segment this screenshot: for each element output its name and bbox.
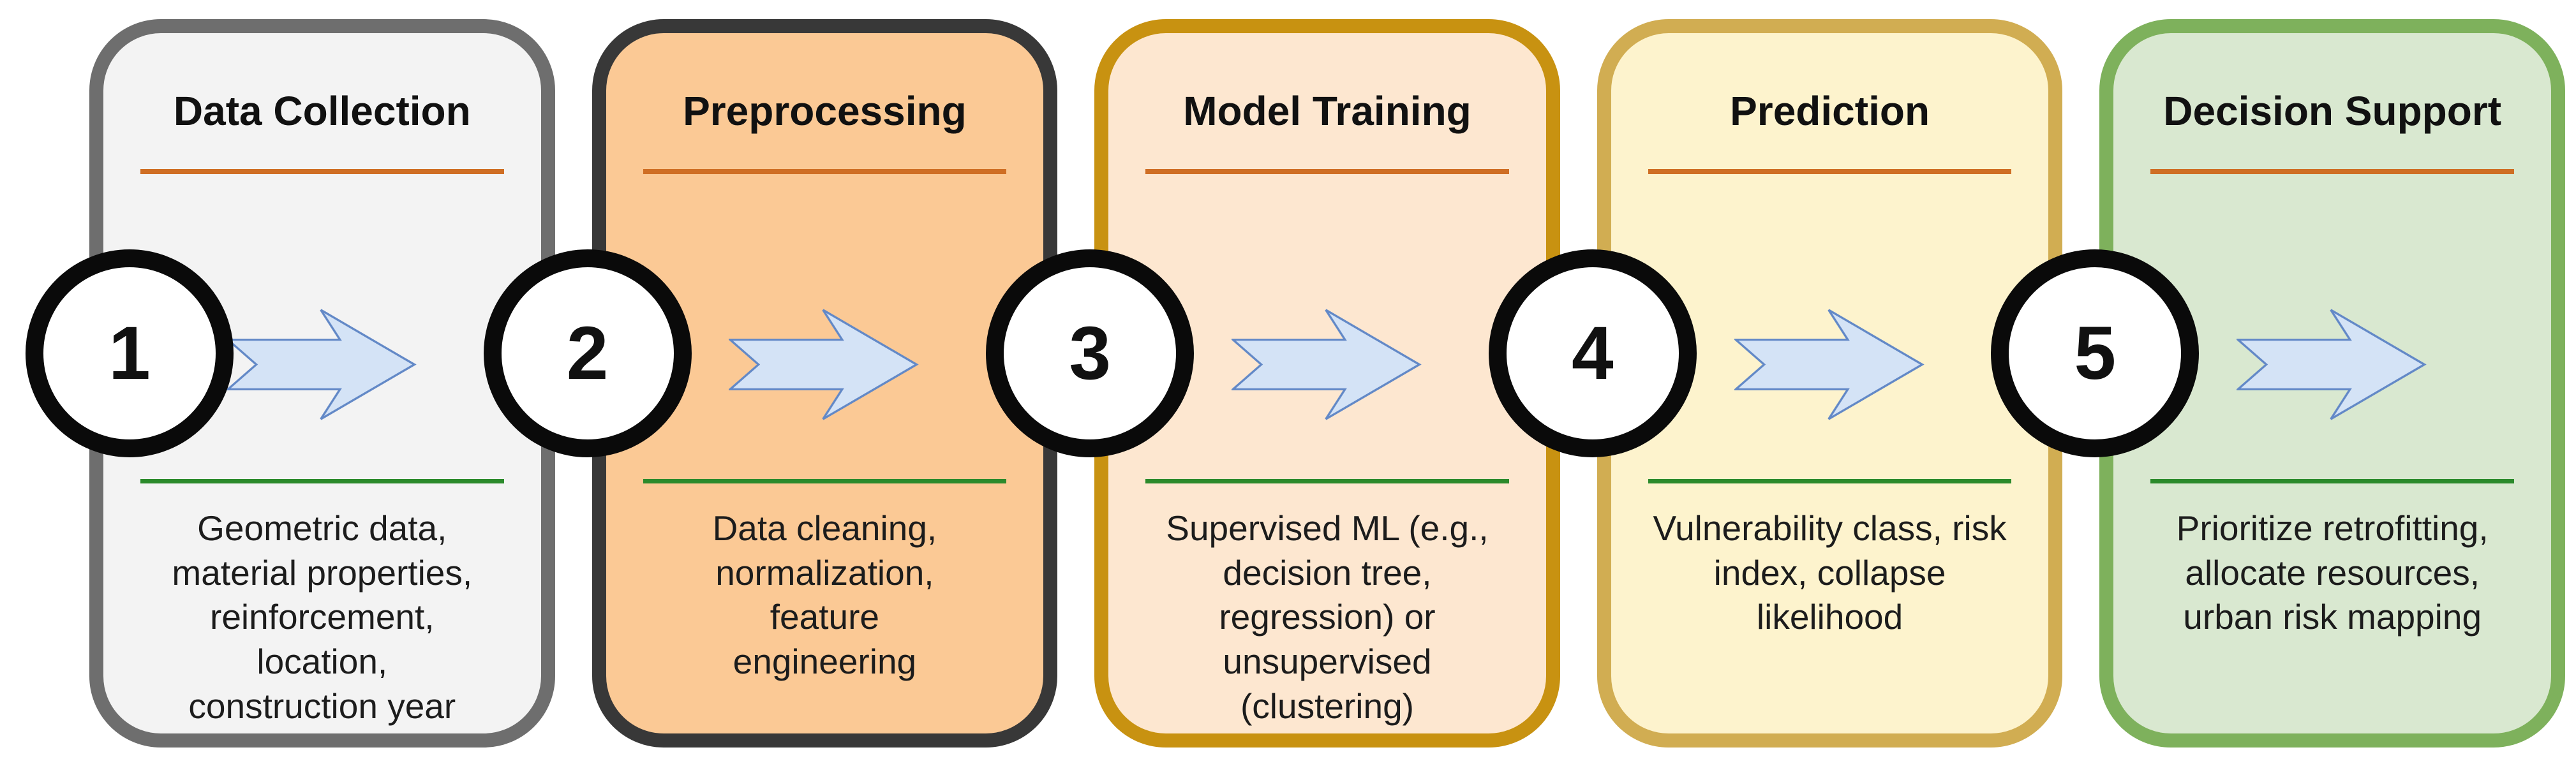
right-arrow-icon bbox=[1231, 309, 1422, 420]
right-arrow-icon bbox=[2237, 309, 2427, 420]
arrow-zone bbox=[606, 174, 1044, 479]
description-divider bbox=[140, 478, 504, 483]
stage-4-number: 4 bbox=[1571, 311, 1614, 395]
stage-1-description: Geometric data, material properties, rei… bbox=[172, 508, 473, 726]
stage-4-title: Prediction bbox=[1730, 88, 1930, 134]
stage-5-title: Decision Support bbox=[2163, 88, 2502, 134]
stage-2-number: 2 bbox=[566, 311, 609, 395]
stage-1-title: Data Collection bbox=[173, 88, 471, 134]
stage-2-title: Preprocessing bbox=[683, 88, 967, 134]
stage-5-circle: 5 bbox=[1991, 249, 2200, 457]
stage-1-number: 1 bbox=[108, 311, 151, 395]
stage-1-circle: 1 bbox=[26, 249, 234, 457]
arrow-zone bbox=[103, 174, 541, 479]
stage-card-data-collection: 1 Data Collection Geometric data, materi… bbox=[26, 19, 555, 748]
title-divider bbox=[140, 168, 504, 174]
stage-4-circle: 4 bbox=[1488, 249, 1697, 457]
arrow-zone bbox=[1611, 174, 2049, 479]
stage-card-prediction: 4 Prediction Vulnerability class, risk i… bbox=[1488, 19, 2063, 748]
stage-card-model-training: 3 Model Training Supervised ML (e.g., de… bbox=[986, 19, 1560, 748]
description-divider bbox=[1648, 478, 2012, 483]
description-divider bbox=[643, 478, 1007, 483]
description-divider bbox=[2150, 478, 2514, 483]
stage-5-description: Prioritize retrofitting, allocate resour… bbox=[2176, 508, 2489, 637]
right-arrow-icon bbox=[729, 309, 919, 420]
stage-3-number: 3 bbox=[1069, 311, 1111, 395]
right-arrow-icon bbox=[226, 309, 417, 420]
title-divider bbox=[1648, 168, 2012, 174]
title-divider bbox=[1145, 168, 1509, 174]
stage-3-circle: 3 bbox=[986, 249, 1195, 457]
title-divider bbox=[2150, 168, 2514, 174]
stages-row: 1 Data Collection Geometric data, materi… bbox=[26, 19, 2565, 748]
stage-card-preprocessing: 2 Preprocessing Data cleaning, normaliza… bbox=[483, 19, 1058, 748]
stage-card-decision-support: 5 Decision Support Prioritize retrofitti… bbox=[1991, 19, 2565, 748]
arrow-zone bbox=[2113, 174, 2551, 479]
stage-3-title: Model Training bbox=[1183, 88, 1471, 134]
description-divider bbox=[1145, 478, 1509, 483]
stage-2-description: Data cleaning, normalization, feature en… bbox=[712, 508, 937, 682]
stage-2-circle: 2 bbox=[483, 249, 692, 457]
stage-4-description: Vulnerability class, risk index, collaps… bbox=[1653, 508, 2007, 637]
stage-5-number: 5 bbox=[2074, 311, 2117, 395]
title-divider bbox=[643, 168, 1007, 174]
stage-3-description: Supervised ML (e.g., decision tree, regr… bbox=[1166, 508, 1489, 726]
right-arrow-icon bbox=[1734, 309, 1925, 420]
arrow-zone bbox=[1108, 174, 1546, 479]
